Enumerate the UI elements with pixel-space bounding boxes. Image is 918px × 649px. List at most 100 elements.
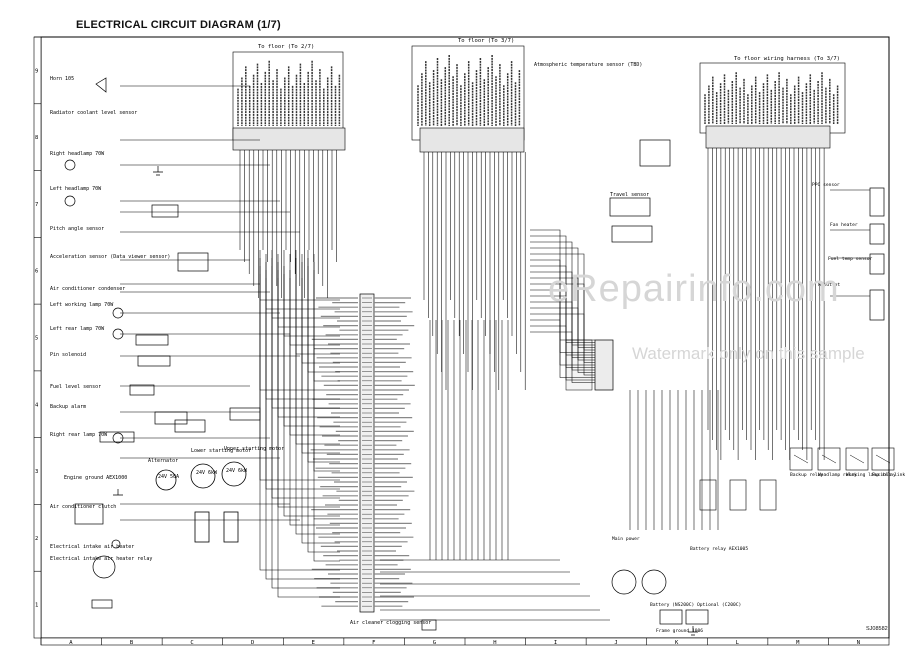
connector-icon (135, 334, 169, 346)
wire (530, 331, 595, 383)
wire (295, 250, 340, 445)
horn-icon (95, 77, 107, 93)
component-label-fuel-temp: Fuel temp sensor (828, 256, 872, 262)
lamp-icon (112, 432, 124, 444)
connector-icon (869, 223, 885, 245)
grid-row-label: 1 (35, 603, 38, 609)
component-label-intake-relay: Electrical intake air heater relay (50, 556, 152, 562)
connector-icon (759, 479, 777, 511)
component-label-battery-relay: Battery relay AEX1005 (690, 546, 748, 552)
grid-row-label: 5 (35, 336, 38, 342)
relay-contact (849, 454, 865, 464)
controller-connector (310, 293, 415, 613)
connector-icon (639, 139, 671, 167)
wire-bundles (120, 85, 870, 621)
relay-contact (793, 454, 809, 464)
wire (265, 270, 340, 490)
connector-icon (609, 197, 651, 217)
lamp-icon (112, 307, 124, 319)
right-components (421, 139, 895, 636)
grid-column-label: E (312, 640, 315, 646)
grid-column-label: K (675, 640, 679, 646)
connector-icon (194, 511, 210, 543)
wire (265, 254, 340, 310)
motor-icon (92, 555, 116, 579)
motor-icon (190, 463, 216, 489)
grid-row-label: 9 (35, 68, 38, 74)
watermark-site: eRepairinfo.com (548, 268, 840, 310)
ground-icon (113, 489, 123, 496)
component-label-atm-sensor: Atmospheric temperature sensor (TBD) (534, 62, 642, 68)
wire (301, 262, 340, 544)
grid-column-label: H (493, 640, 496, 646)
engine-components (155, 461, 247, 543)
connector-icon (174, 419, 206, 433)
motor-icon (221, 461, 247, 487)
grid-column-label: G (433, 640, 436, 646)
grid-column-label: A (69, 640, 73, 646)
component-label-travel-sensor: Travel sensor (610, 192, 649, 198)
grid-column-label: I (554, 640, 557, 646)
component-label-left-working: Left working lamp 70W (50, 302, 114, 308)
wire (259, 274, 340, 571)
connector-icon (223, 511, 239, 543)
lamp-icon (64, 159, 76, 171)
component-label-radiator: Radiator coolant level sensor (50, 110, 137, 116)
connector-icon (154, 411, 188, 425)
battery-icon (659, 609, 683, 625)
component-label-lower-starter: Lower starting motor (191, 448, 251, 454)
document-code: SJ08582 (866, 626, 888, 632)
grid-row-label: 8 (35, 135, 38, 141)
alternator-icon (155, 469, 177, 491)
component-label-pp-sensor: PPC sensor (812, 182, 840, 188)
component-label-left-rear: Left rear lamp 70W (50, 326, 105, 332)
relay-icon (641, 569, 667, 595)
grid-column-label: B (130, 640, 134, 646)
component-label-m-outlet: M outlet (818, 282, 840, 288)
component-label-horn: Horn 105 (50, 76, 74, 82)
component-label-left-headlamp: Left headlamp 70W (50, 186, 102, 192)
harness-label: To floor wiring harness (To 3/7) (734, 56, 840, 62)
connector-icon (99, 431, 135, 443)
wire (265, 278, 340, 580)
relay-contact (875, 454, 891, 464)
wire (265, 262, 340, 400)
connector-icon (129, 384, 155, 396)
relay-icon (817, 447, 841, 471)
connector-icon (611, 225, 653, 243)
component-label-batteries: Battery (NS200C) Optional (C200C) (650, 602, 741, 608)
page-title: ELECTRICAL CIRCUIT DIAGRAM (1/7) (76, 19, 281, 31)
component-label-engine-ground: Engine ground AEX1000 (64, 475, 127, 481)
grid-column-label: C (190, 640, 193, 646)
ground-icon (153, 166, 163, 176)
grid-row-label: 2 (35, 536, 38, 542)
component-label-working-relay: Working lamp relay (846, 472, 896, 478)
wire (277, 262, 340, 328)
component-spec-upper-starter: 24V 6kW (226, 468, 248, 474)
grid-column-label: D (251, 640, 254, 646)
component-label-backup-relay: Backup relay (790, 472, 823, 478)
relay-contact (821, 454, 837, 464)
wire (307, 258, 340, 463)
grid-row-label: 4 (35, 402, 39, 408)
grid-column-label: F (372, 640, 375, 646)
harness-block-floor-2-7 (232, 51, 346, 151)
lamp-icon (64, 195, 76, 207)
component-spec-lower-starter: 24V 6kW (196, 470, 218, 476)
harness-label: To floor (To 3/7) (458, 38, 514, 44)
connector-icon (74, 503, 104, 525)
relay-icon (111, 539, 121, 549)
connector-icon (699, 479, 717, 511)
relay-icon (845, 447, 869, 471)
component-label-right-headlamp: Right headlamp 70W (50, 151, 105, 157)
component-label-pin-solenoid: Pin solenoid (50, 352, 86, 358)
component-label-accel-sensor: Acceleration sensor (Data viewer sensor) (50, 254, 170, 260)
wire (277, 254, 340, 598)
wire (530, 319, 595, 378)
component-label-right-rear: Right rear lamp 70W (50, 432, 108, 438)
grid-column-label: N (857, 640, 860, 646)
connector-icon (151, 204, 179, 218)
wire (530, 325, 595, 381)
harness-label: To floor (To 2/7) (258, 44, 314, 50)
